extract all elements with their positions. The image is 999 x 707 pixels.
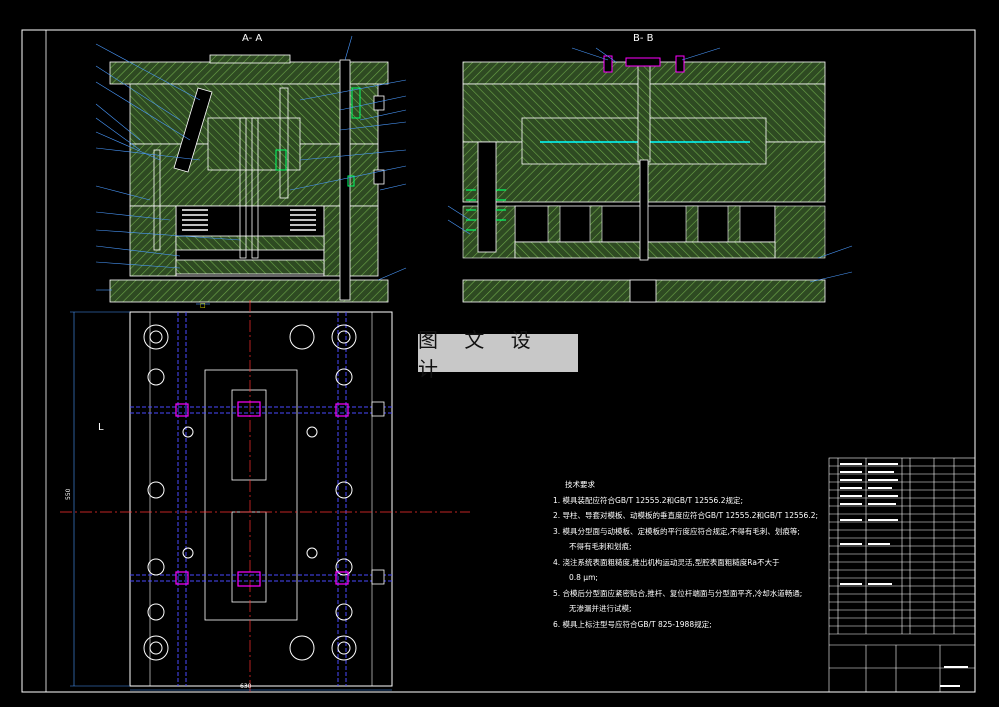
plan-insert-bottom	[231, 511, 267, 603]
plan-dimensions	[70, 303, 392, 691]
aa-ejector-retainer	[175, 259, 325, 275]
tech-req-title: 技术要求	[565, 480, 595, 489]
technical-requirements: 技术要求 1. 模具装配应符合GB/T 12555.2和GB/T 12556.2…	[553, 477, 823, 632]
watermark-banner: 图 文 设 计	[418, 328, 578, 381]
section-bb-view: B- B	[447, 33, 853, 303]
plan-view: 550 630 L □	[60, 300, 470, 692]
aa-bottom-clamp-plate	[109, 279, 389, 303]
plan-magenta-marks	[175, 401, 349, 587]
bb-guide-pin	[477, 141, 497, 253]
plan-dim-width: 630	[240, 683, 252, 690]
tech-req-item: 3. 模具分型面与动模板、定模板的平行度应符合规定,不得有毛刺、划痕等;	[553, 526, 800, 536]
bb-springs	[466, 189, 506, 231]
inner-border	[45, 29, 976, 693]
bb-top-screws	[603, 55, 685, 73]
aa-water-fittings	[373, 95, 385, 185]
tech-req-continuation: 不得有毛刺和划痕;	[569, 542, 632, 551]
aa-springs	[182, 209, 316, 231]
bb-support-pillars	[462, 205, 826, 259]
section-bb-label: B- B	[633, 33, 654, 44]
tech-req-item: 5. 合模后分型面应紧密贴合,推杆、复位杆端面与分型面平齐,冷却水道畅通;	[553, 588, 803, 598]
bb-ko-hole	[629, 279, 657, 303]
aa-ejector-plate	[175, 235, 325, 251]
tech-req-item: 1. 模具装配应符合GB/T 12555.2和GB/T 12556.2规定;	[553, 495, 743, 505]
plan-center-lines	[60, 300, 470, 692]
aa-leaders	[95, 35, 407, 291]
plan-insert-top	[231, 389, 267, 481]
plan-dim-left: L	[98, 422, 104, 433]
title-block	[828, 457, 976, 693]
aa-angled-lifter	[173, 87, 213, 173]
bb-leaders	[447, 47, 853, 283]
tech-req-item: 6. 模具上标注型号应符合GB/T 825-1988规定;	[553, 619, 712, 629]
aa-pins	[153, 59, 351, 301]
plan-guide-bushings	[143, 324, 357, 661]
section-aa-label: A- A	[242, 33, 262, 44]
tech-req-item: 4. 浇注系统表面粗糙度,推出机构运动灵活,型腔表面粗糙度Ra不大于	[553, 557, 780, 567]
plan-dim-height: 550	[65, 488, 72, 500]
tech-req-continuation: 0.8 μm;	[569, 573, 598, 582]
tech-req-continuation: 无渗漏并进行试模;	[569, 604, 632, 613]
plan-dim-top: □	[200, 302, 206, 309]
section-aa-view: A- A	[95, 33, 407, 303]
title-block-text-marks	[840, 463, 968, 687]
plan-water-fittings	[371, 401, 385, 585]
plan-inner-plate	[149, 311, 373, 687]
plan-cavity-block	[204, 369, 298, 621]
plan-hidden-lines	[130, 312, 392, 686]
bb-sprue	[637, 61, 651, 163]
aa-spacer-right	[323, 205, 379, 277]
bb-center-pin	[639, 159, 649, 261]
aa-sprue-plate	[209, 54, 291, 64]
aa-green-details	[275, 87, 361, 187]
aa-spacer-left	[129, 205, 177, 277]
tech-req-item: 2. 导柱、导套对模板、动模板的垂直度应符合GB/T 12555.2和GB/T …	[553, 511, 818, 520]
plan-outer-plate	[129, 311, 393, 687]
